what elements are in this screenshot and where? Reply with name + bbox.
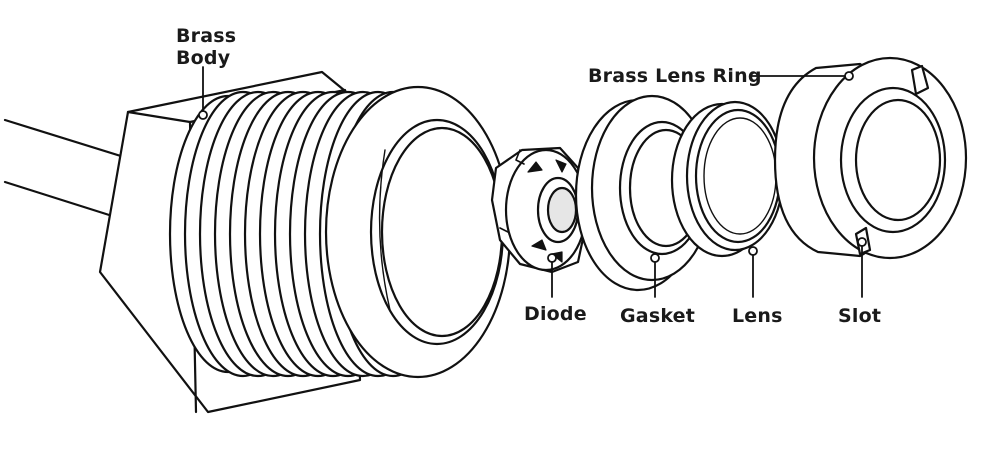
label-diode: Diode [524, 303, 587, 325]
label-brass-body-line2: Body [176, 47, 231, 69]
brass-lens-ring [773, 56, 968, 260]
label-brass-body: Brass Body [176, 25, 236, 69]
diode-board [490, 146, 590, 274]
label-brass-lens-ring: Brass Lens Ring [588, 65, 762, 87]
leader-lines [198, 66, 867, 298]
lens [670, 100, 785, 258]
label-brass-body-line1: Brass [176, 25, 237, 47]
label-gasket: Gasket [620, 305, 696, 327]
body-front-face [324, 85, 512, 379]
label-lens: Lens [732, 305, 783, 327]
label-slot: Slot [838, 305, 882, 327]
